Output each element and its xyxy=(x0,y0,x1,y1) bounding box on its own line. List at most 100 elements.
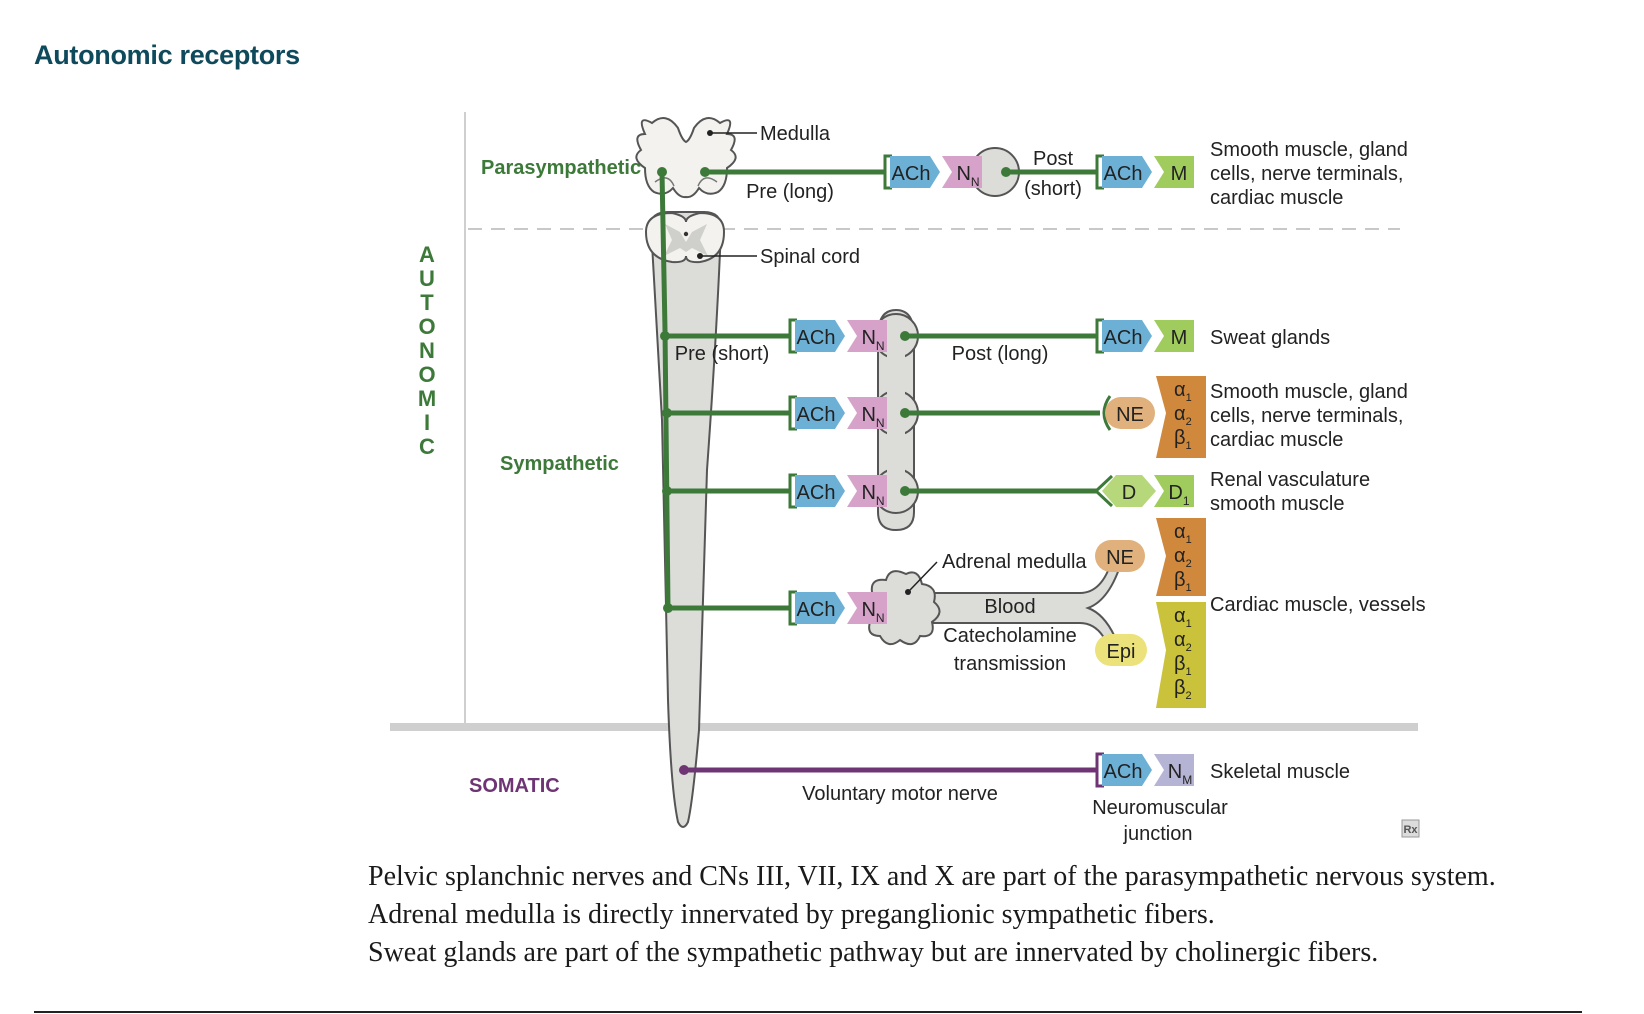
adr2-alpha2: α2 xyxy=(1174,545,1192,570)
symp-nn-label-1: NN xyxy=(861,327,884,353)
adr1-alpha1: α1 xyxy=(1174,379,1192,404)
para-m-label: M xyxy=(1171,163,1188,185)
somatic-ach-label: ACh xyxy=(1104,761,1143,783)
label-pre-long: Pre (long) xyxy=(746,181,834,203)
symp-ach-label-2: ACh xyxy=(797,404,836,426)
ne-terminal-bracket xyxy=(1102,395,1112,431)
catecholamine-vessel xyxy=(929,559,1124,657)
rx-badge-label: Rx xyxy=(1403,824,1418,836)
medulla-fold xyxy=(654,177,718,187)
symp-nn-label-3: NN xyxy=(861,482,884,508)
para-nn-label: NN xyxy=(956,163,979,189)
note-line: Adrenal medulla is directly innervated b… xyxy=(368,899,1215,930)
para-pre-ach-label: ACh xyxy=(892,163,931,185)
label-junction: junction xyxy=(1123,823,1193,845)
spinal-cord-leader-dot xyxy=(697,253,703,259)
adr1-alpha2: α2 xyxy=(1174,403,1192,428)
section-parasympathetic: Parasympathetic xyxy=(481,157,641,179)
label-short: (short) xyxy=(1024,178,1082,200)
preganglionic-axis xyxy=(659,171,671,609)
footnotes: Pelvic splanchnic nerves and CNs III, VI… xyxy=(368,858,1628,972)
adr3-alpha2: α2 xyxy=(1174,629,1192,654)
adrenal-nn-label: NN xyxy=(861,599,884,625)
adrenal-epi-chip xyxy=(1095,634,1147,666)
symp-bracket-1 xyxy=(788,318,797,354)
adr2-beta1: β1 xyxy=(1174,569,1192,594)
adrenal-ne-chip xyxy=(1095,540,1145,572)
adr1-beta1: β1 xyxy=(1174,427,1192,452)
target-cardiac-vessels: Cardiac muscle, vessels xyxy=(1210,594,1426,616)
d-terminal-bracket xyxy=(1093,474,1114,508)
rx-badge xyxy=(1401,819,1420,838)
target-renal-1: Renal vasculature xyxy=(1210,469,1370,491)
adr2-alpha1: α1 xyxy=(1174,521,1192,546)
spinal-cord-gray-matter xyxy=(664,224,708,256)
medulla-leader-dot xyxy=(707,130,713,136)
bottom-rule xyxy=(34,1011,1582,1013)
adrenergic-receptor-block-2 xyxy=(1156,518,1206,596)
label-blood: Blood xyxy=(984,596,1035,618)
somatic-bracket xyxy=(1095,752,1104,788)
target-sweat: Sweat glands xyxy=(1210,327,1330,349)
label-adrenal-medulla: Adrenal medulla xyxy=(942,551,1087,573)
adrenal-ne-label: NE xyxy=(1106,547,1134,569)
label-post-long: Post (long) xyxy=(952,343,1049,365)
target-para-1: Smooth muscle, gland xyxy=(1210,139,1408,161)
label-pre-short: Pre (short) xyxy=(675,343,769,365)
medulla-shape xyxy=(635,117,737,199)
ne-chip-label: NE xyxy=(1116,404,1144,426)
d-chip-label: D xyxy=(1122,482,1136,504)
adrenal-ach-label: ACh xyxy=(797,599,836,621)
axis-origin-dot xyxy=(657,167,667,177)
d1-chip-label: D1 xyxy=(1168,482,1189,508)
label-catecholamine: Catecholamine xyxy=(943,625,1076,647)
para-post-bracket xyxy=(1095,154,1104,190)
adr3-alpha1: α1 xyxy=(1174,605,1192,630)
symp-ach-label-1: ACh xyxy=(797,327,836,349)
target-para-3: cardiac muscle xyxy=(1210,187,1343,209)
adrenal-medulla-shape xyxy=(863,570,941,646)
adrenal-medulla-leader xyxy=(909,561,938,591)
label-voluntary-motor-nerve: Voluntary motor nerve xyxy=(802,783,998,805)
spinal-cord-crosssection xyxy=(644,211,726,264)
somatic-nm-label: NM xyxy=(1168,761,1192,787)
para-post-ach-label: ACh xyxy=(1104,163,1143,185)
label-transmission: transmission xyxy=(954,653,1066,675)
adrenal-medulla-leader-dot xyxy=(905,589,911,595)
symp-bracket-2 xyxy=(788,395,797,431)
adrenergic-receptor-block-3 xyxy=(1156,602,1206,708)
sweat-bracket xyxy=(1095,318,1104,354)
label-post: Post xyxy=(1033,148,1073,170)
adr3-beta1: β1 xyxy=(1174,653,1192,678)
note-line: Pelvic splanchnic nerves and CNs III, VI… xyxy=(368,861,1496,892)
d-chip xyxy=(1102,475,1156,507)
target-symp-3: cardiac muscle xyxy=(1210,429,1343,451)
section-sympathetic: Sympathetic xyxy=(500,453,619,475)
sweat-m-label: M xyxy=(1171,327,1188,349)
note-line: Sweat glands are part of the sympathetic… xyxy=(368,937,1379,968)
adrenergic-receptor-block-1 xyxy=(1156,376,1206,458)
symp-bracket-3 xyxy=(788,473,797,509)
spinal-cord-body xyxy=(649,211,723,828)
target-para-2: cells, nerve terminals, xyxy=(1210,163,1403,185)
target-symp-2: cells, nerve terminals, xyxy=(1210,405,1403,427)
symp-nn-label-2: NN xyxy=(861,404,884,430)
page-title: Autonomic receptors xyxy=(34,40,300,70)
ne-chip xyxy=(1105,397,1155,429)
target-renal-2: smooth muscle xyxy=(1210,493,1345,515)
adr3-beta2: β2 xyxy=(1174,677,1192,702)
label-medulla: Medulla xyxy=(760,123,831,145)
label-spinal-cord: Spinal cord xyxy=(760,246,860,268)
adrenal-epi-label: Epi xyxy=(1107,641,1136,663)
target-skeletal: Skeletal muscle xyxy=(1210,761,1350,783)
chain-inner-rail xyxy=(887,352,905,476)
section-somatic: SOMATIC xyxy=(469,775,560,797)
sweat-ach-label: ACh xyxy=(1104,327,1143,349)
symp-bracket-4 xyxy=(788,590,797,626)
para-ach-bracket xyxy=(883,154,892,190)
target-symp-1: Smooth muscle, gland xyxy=(1210,381,1408,403)
label-neuromuscular: Neuromuscular xyxy=(1092,797,1228,819)
central-canal xyxy=(683,231,689,237)
